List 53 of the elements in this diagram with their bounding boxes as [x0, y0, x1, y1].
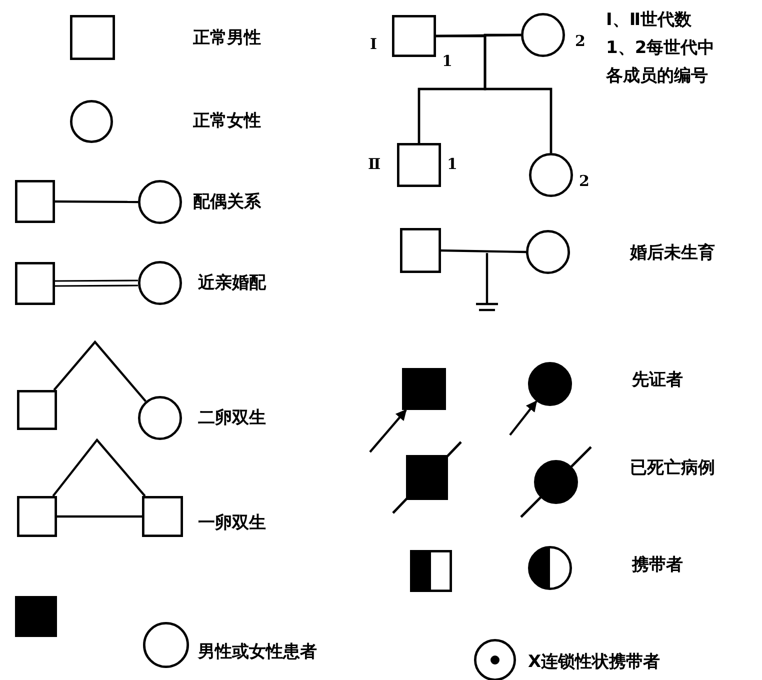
pointer-arrow [369, 409, 407, 453]
square-symbol [15, 596, 57, 637]
circle-symbol [529, 153, 573, 197]
circle-symbol [521, 13, 565, 57]
member-label: Ⅰ [370, 35, 378, 53]
circle-symbol [70, 100, 113, 143]
connector-line [54, 280, 139, 287]
connector-line [52, 438, 146, 497]
connector-line [57, 515, 142, 518]
symbol-caption: 已死亡病例 [630, 457, 715, 480]
symbol-caption: 婚后未生育 [630, 242, 715, 265]
connector-line [484, 34, 552, 153]
symbol-caption: 二卵双生 [198, 407, 266, 430]
square-symbol [15, 180, 55, 223]
square-symbol [142, 496, 183, 537]
member-label: Ⅱ [368, 155, 381, 173]
square-symbol [15, 262, 55, 305]
member-label: 1 [442, 52, 452, 70]
symbol-caption: 男性或女性患者 [198, 641, 317, 664]
connector-line [55, 200, 138, 204]
circle-symbol [143, 622, 189, 668]
square-symbol [17, 390, 57, 430]
square-deceased-symbol [392, 441, 462, 514]
symbol-caption: 正常女性 [193, 110, 261, 133]
symbol-caption: 先证者 [632, 369, 683, 392]
symbol-caption: Ⅰ、Ⅱ世代数 [606, 9, 692, 32]
circle-symbol [528, 362, 572, 406]
symbol-caption: 1、2每世代中各成员的编号 [606, 37, 716, 88]
square-symbol [392, 15, 436, 57]
circle-symbol [528, 546, 572, 590]
circle-deceased-symbol [520, 446, 592, 518]
symbol-caption: X连锁性状携带者 [528, 651, 660, 674]
pointer-arrow [509, 400, 538, 436]
square-symbol [402, 368, 446, 410]
square-symbol [410, 550, 452, 592]
square-symbol [17, 496, 57, 537]
member-label: 2 [575, 32, 586, 50]
circle-symbol [138, 396, 182, 440]
member-label: 1 [447, 155, 458, 173]
symbol-caption: 配偶关系 [193, 191, 261, 214]
symbol-caption: 一卵双生 [198, 512, 266, 535]
circle-symbol [526, 230, 570, 274]
square-symbol [400, 228, 441, 273]
square-symbol [397, 143, 441, 187]
symbol-caption: 正常男性 [193, 27, 261, 50]
member-label: 2 [579, 172, 590, 190]
connector-line [440, 249, 526, 254]
square-symbol [70, 15, 115, 60]
connector-line [53, 340, 147, 402]
circle-symbol [138, 261, 182, 305]
symbol-caption: 携带者 [632, 554, 683, 577]
symbol-caption: 近亲婚配 [198, 272, 266, 295]
circle-symbol [138, 180, 182, 224]
